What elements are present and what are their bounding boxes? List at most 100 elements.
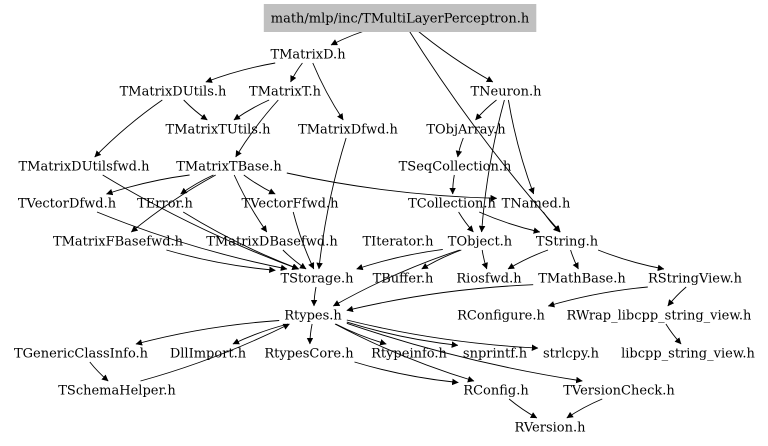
edge-n26-n34 (346, 319, 539, 352)
edge-n17-n21 (282, 249, 307, 270)
node-label: TError.h (137, 197, 193, 212)
node[interactable]: TMatrixT.h (249, 85, 322, 100)
node[interactable]: TObjArray.h (426, 123, 506, 138)
edge-n9-n16 (131, 174, 216, 233)
node[interactable]: TStorage.h (280, 272, 354, 287)
edge-n19-n23 (481, 249, 488, 270)
edge-n1-n7 (312, 62, 344, 121)
edge-n2-n19 (478, 99, 505, 233)
node[interactable]: TVersionCheck.h (563, 384, 675, 399)
node[interactable]: RStringView.h (648, 272, 743, 287)
edge-n11-n21 (96, 211, 288, 271)
node-label: Rtypeinfo.h (371, 347, 447, 362)
edge-n3-n8 (94, 99, 163, 158)
edge-layer (89, 26, 687, 419)
node[interactable]: TMatrixTUtils.h (165, 123, 271, 138)
edge-n26-n33 (346, 321, 459, 348)
root-node[interactable]: math/mlp/inc/TMultiLayerPerceptron.h (263, 4, 537, 32)
root-node-box (263, 4, 537, 32)
edge-n20-n25 (597, 249, 665, 272)
node[interactable]: TCollection.h (408, 197, 496, 212)
node-label: RConfigure.h (457, 309, 545, 324)
node-label: TMatrixDUtils.h (120, 85, 227, 100)
node[interactable]: TVectorDfwd.h (18, 197, 117, 212)
edge-n0-n20 (406, 26, 561, 233)
node-label: Riosfwd.h (456, 272, 522, 287)
node[interactable]: TVectorFfwd.h (242, 197, 340, 212)
edge-n20-n24 (570, 249, 579, 270)
node[interactable]: TMatrixTBase.h (176, 160, 282, 175)
edge-n38-n39 (566, 398, 603, 419)
node[interactable]: TString.h (536, 235, 599, 250)
node[interactable]: RConfig.h (463, 384, 529, 399)
node[interactable]: RWrap_libcpp_string_view.h (567, 309, 753, 324)
node-label: math/mlp/inc/TMultiLayerPerceptron.h (271, 12, 530, 27)
node-label: TObject.h (448, 235, 513, 250)
node[interactable]: TMatrixDBasefwd.h (206, 235, 338, 250)
node-label: RtypesCore.h (264, 347, 354, 362)
node-label: TMatrixD.h (270, 48, 346, 63)
node[interactable]: libcpp_string_view.h (621, 347, 755, 362)
edge-n7-n21 (316, 137, 347, 270)
node-label: TObjArray.h (426, 123, 506, 138)
node[interactable]: TGenericClassInfo.h (14, 347, 149, 362)
node-label: TVectorDfwd.h (18, 197, 117, 212)
node[interactable]: TBuffer.h (373, 272, 434, 287)
node[interactable]: RVersion.h (515, 421, 587, 436)
node[interactable]: TMatrixFBasefwd.h (53, 235, 184, 250)
node[interactable]: TMatrixDUtils.h (120, 85, 227, 100)
node[interactable]: Rtypeinfo.h (371, 347, 447, 362)
edge-n14-n19 (458, 211, 474, 233)
node-label: TNeuron.h (470, 85, 542, 100)
node-label: TMatrixDfwd.h (298, 123, 398, 138)
edge-n13-n21 (292, 211, 315, 270)
node-label: TCollection.h (408, 197, 496, 212)
node[interactable]: TMatrixD.h (270, 48, 346, 63)
node-label: TNamed.h (502, 197, 571, 212)
node-label: TString.h (536, 235, 599, 250)
edge-n25-n28 (667, 286, 687, 307)
node[interactable]: TMatrixDfwd.h (298, 123, 398, 138)
node[interactable]: RConfigure.h (457, 309, 545, 324)
node[interactable]: Rtypes.h (284, 309, 342, 324)
edge-n26-n29 (135, 320, 280, 346)
edge-n26-n31 (306, 323, 314, 345)
node[interactable]: TError.h (137, 197, 193, 212)
node[interactable]: DllImport.h (170, 347, 247, 362)
edge-n1-n4 (290, 62, 303, 83)
node[interactable]: RtypesCore.h (264, 347, 354, 362)
node-label: snprintf.h (463, 347, 528, 362)
node[interactable]: TObject.h (448, 235, 513, 250)
node[interactable]: strlcpy.h (543, 347, 600, 362)
node[interactable]: TSeqCollection.h (399, 160, 512, 175)
edge-n28-n35 (665, 323, 682, 345)
node-label: TMatrixDBasefwd.h (206, 235, 338, 250)
node-label: TVersionCheck.h (563, 384, 675, 399)
node[interactable]: snprintf.h (463, 347, 528, 362)
node-label: TIterator.h (362, 235, 434, 250)
node-label: strlcpy.h (543, 347, 600, 362)
node-label: TBuffer.h (373, 272, 434, 287)
edge-n19-n26 (333, 249, 460, 307)
node[interactable]: TMatrixDUtilsfwd.h (18, 160, 150, 175)
node[interactable]: TMathBase.h (538, 272, 626, 287)
node-label: RStringView.h (648, 272, 743, 287)
node-label: TMatrixT.h (249, 85, 322, 100)
node-label: TMatrixTUtils.h (165, 123, 271, 138)
node[interactable]: TNeuron.h (470, 85, 542, 100)
edge-n9-n12 (180, 174, 214, 195)
node[interactable]: TSchemaHelper.h (58, 384, 176, 399)
node-label: TSchemaHelper.h (58, 384, 176, 399)
edge-n31-n37 (354, 361, 459, 386)
node-label: Rtypes.h (284, 309, 342, 324)
node-label: TMatrixFBasefwd.h (53, 235, 184, 250)
node[interactable]: TIterator.h (362, 235, 434, 250)
node-label: TSeqCollection.h (399, 160, 512, 175)
edge-n2-n15 (507, 99, 535, 195)
node[interactable]: TNamed.h (502, 197, 571, 212)
node[interactable]: Riosfwd.h (456, 272, 522, 287)
edge-n9-n17 (233, 174, 268, 233)
node-label: TStorage.h (280, 272, 354, 287)
node-label: RVersion.h (515, 421, 587, 436)
